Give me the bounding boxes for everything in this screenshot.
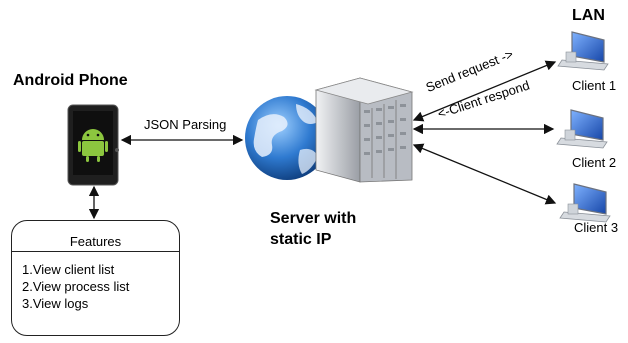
server-client3-arrow: [412, 143, 557, 205]
lan-label: LAN: [572, 7, 605, 24]
android-phone-icon: [67, 104, 119, 186]
client2-label: Client 2: [572, 155, 617, 170]
android-phone-label: Android Phone: [13, 72, 128, 89]
features-list: 1.View client list 2.View process list 3…: [22, 261, 129, 312]
features-item: 3.View logs: [22, 296, 89, 311]
server-client1-arrow: [412, 60, 557, 122]
client1-label: Client 1: [572, 78, 617, 93]
json-parsing-label: JSON Parsing: [144, 117, 227, 132]
server-title-line1: Server with: [270, 210, 357, 227]
client3-label: Client 3: [574, 220, 619, 235]
features-divider: [12, 251, 179, 252]
globe-icon: [245, 96, 329, 180]
features-title: Features: [69, 234, 122, 249]
client1-computer-icon: [557, 31, 609, 71]
features-item: 2.View process list: [22, 279, 130, 294]
server-title-line2: static IP: [270, 231, 332, 248]
server-rack-icon: [314, 77, 414, 183]
features-box: Features 1.View client list 2.View proce…: [11, 220, 180, 336]
features-item: 1.View client list: [22, 262, 115, 277]
client3-computer-icon: [559, 183, 611, 223]
client2-computer-icon: [556, 109, 608, 149]
